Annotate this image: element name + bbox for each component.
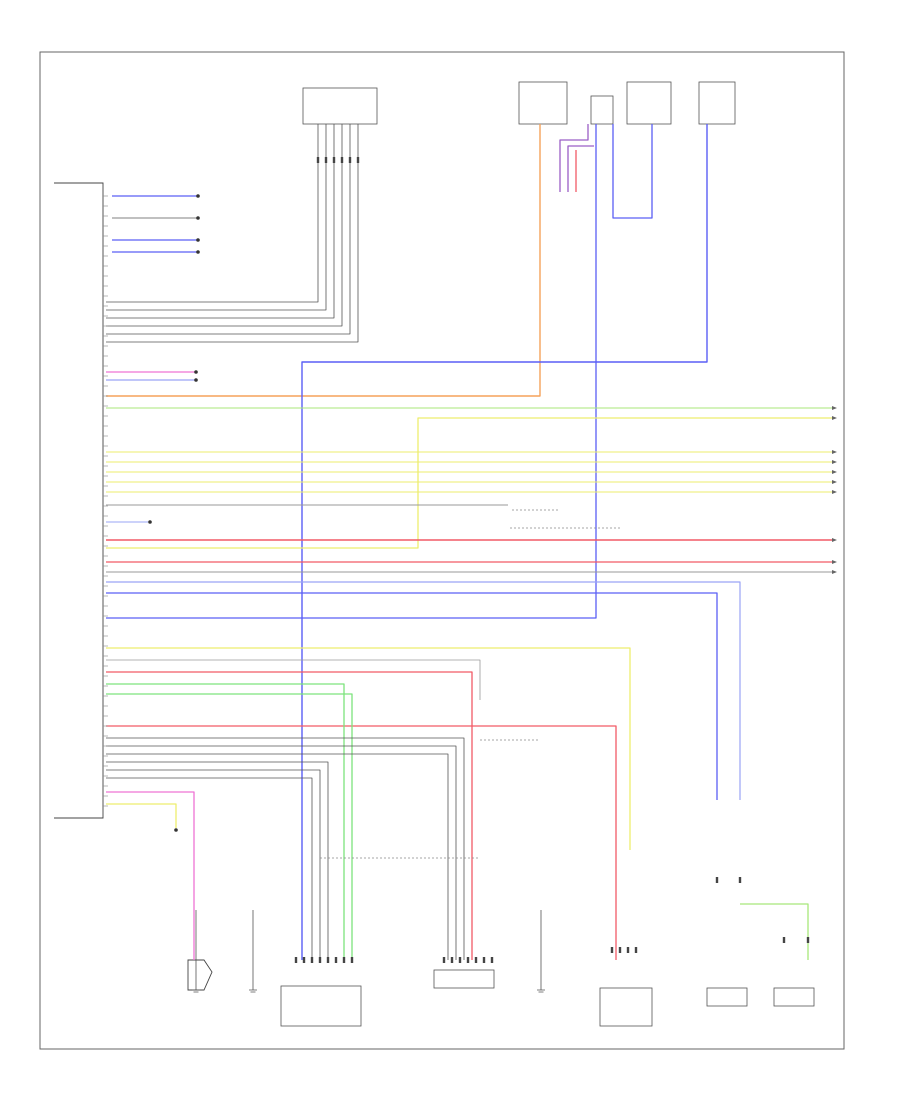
ground-symbol-2 (192, 910, 200, 993)
bottom3-pin-3 (634, 947, 638, 953)
harness-pin-5 (356, 157, 360, 163)
bottom-left-switch (187, 959, 213, 991)
main-module-bracket (54, 182, 104, 819)
harness-wire-1 (106, 124, 327, 311)
yellow-wire-switch (106, 803, 177, 828)
blue-wire-long-2 (106, 124, 597, 619)
bottom-component-3 (599, 987, 653, 1027)
red-wire-672 (106, 671, 473, 960)
yellow-wire-648 (106, 647, 631, 850)
lower-harness-3 (106, 761, 329, 960)
pink-wire-switch (106, 791, 195, 960)
bottom4-pin-0 (715, 877, 719, 883)
stub-end-a3 (196, 250, 200, 254)
bottom2-pin-2 (458, 957, 462, 963)
harness-pin-1 (324, 157, 328, 163)
bottom1-pin-5 (334, 957, 338, 963)
bottom4-pin-1 (738, 877, 742, 883)
green-loop-bottom-right (740, 903, 809, 960)
green-wire-694 (106, 693, 353, 960)
bottom1-pin-3 (318, 957, 322, 963)
bottom1-pin-1 (302, 957, 306, 963)
lightblue-wire-long (106, 581, 741, 800)
red-wire-726 (106, 725, 617, 960)
lightblue-short-end (148, 520, 152, 524)
continuation-arrow-3 (832, 460, 837, 464)
harness-wire-4 (106, 124, 351, 335)
bottom2-pin-0 (442, 957, 446, 963)
lightblue-stub-end (194, 378, 198, 382)
continuation-arrow-2 (832, 450, 837, 454)
bottom-component-1 (280, 985, 362, 1027)
harness-wire-3 (106, 124, 343, 327)
lower-harness-4 (106, 769, 321, 960)
bottom2-pin-4 (474, 957, 478, 963)
green-wire-684 (106, 683, 345, 960)
yellow-loop-wire (106, 417, 832, 549)
top-right-fuse-box-1 (518, 81, 568, 125)
harness-wire-0 (106, 124, 319, 303)
top-right-fuse-box-2 (590, 95, 614, 125)
bottom5-pin-1 (806, 937, 810, 943)
bottom2-pin-5 (482, 957, 486, 963)
stub-end-a1 (196, 216, 200, 220)
diagram-frame (39, 51, 845, 1050)
harness-wire-5 (106, 124, 359, 343)
harness-pin-3 (340, 157, 344, 163)
bottom1-pin-7 (350, 957, 354, 963)
gray-wire-660 (106, 659, 481, 700)
continuation-arrow-7 (832, 538, 837, 542)
top-right-fuse-box-4 (698, 81, 736, 125)
harness-wire-2 (106, 124, 335, 319)
purple-wire-2 (567, 145, 594, 192)
wire-layer (106, 124, 832, 993)
orange-wire (106, 124, 541, 397)
continuation-arrow-1 (832, 416, 837, 420)
lower-harness-1 (106, 745, 457, 960)
stub-end-a2 (196, 238, 200, 242)
bottom-component-2 (433, 969, 495, 989)
continuation-arrow-9 (832, 570, 837, 574)
blue-wire-main (301, 124, 708, 960)
bottom5-pin-0 (782, 937, 786, 943)
top-right-fuse-box-3 (626, 81, 672, 125)
bottom1-pin-6 (342, 957, 346, 963)
bottom3-pin-2 (626, 947, 630, 953)
bottom2-pin-3 (466, 957, 470, 963)
top-connector-box (302, 87, 378, 125)
bottom2-pin-1 (450, 957, 454, 963)
bottom2-pin-6 (490, 957, 494, 963)
bottom1-pin-2 (310, 957, 314, 963)
continuation-arrow-4 (832, 470, 837, 474)
stub-end-a0 (196, 194, 200, 198)
continuation-arrow-6 (832, 490, 837, 494)
blue-wire-long-1 (106, 592, 718, 800)
bottom-component-4 (706, 987, 748, 1007)
bottom1-pin-4 (326, 957, 330, 963)
harness-pin-4 (348, 157, 352, 163)
ground-symbol-0 (249, 910, 257, 993)
lower-harness-0 (106, 737, 465, 960)
bottom1-pin-0 (294, 957, 298, 963)
bottom-component-5 (773, 987, 815, 1007)
bottom3-pin-1 (618, 947, 622, 953)
harness-pin-2 (332, 157, 336, 163)
blue-loop-top (612, 124, 653, 219)
ground-symbol-1 (537, 910, 545, 993)
continuation-arrow-0 (832, 406, 837, 410)
harness-pin-0 (316, 157, 320, 163)
pink-stub-end (194, 370, 198, 374)
continuation-arrow-5 (832, 480, 837, 484)
lower-harness-5 (106, 777, 313, 960)
purple-wire-1 (559, 124, 589, 192)
yellow-wire-switch-end (174, 828, 178, 832)
continuation-arrow-8 (832, 560, 837, 564)
pin-layer (103, 157, 837, 963)
bottom3-pin-0 (610, 947, 614, 953)
lower-harness-2 (106, 753, 449, 960)
